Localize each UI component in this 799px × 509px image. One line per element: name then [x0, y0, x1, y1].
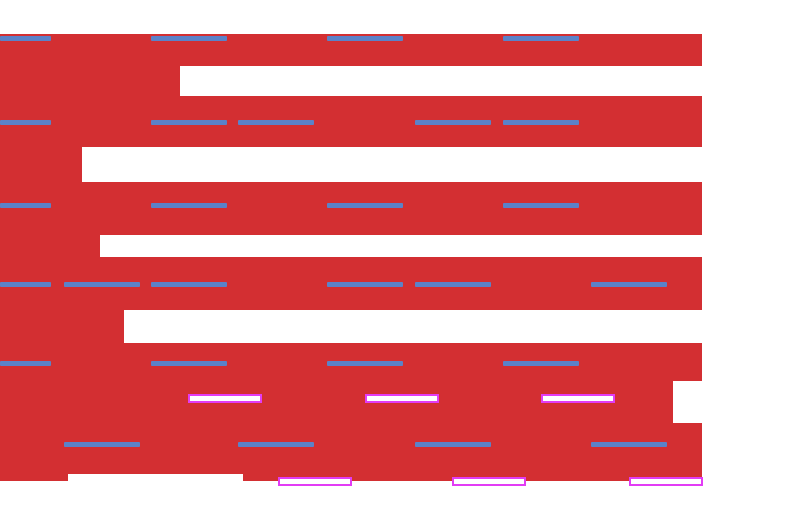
link-underline-1-1[interactable] — [0, 36, 51, 41]
highlight-box-3[interactable] — [541, 394, 615, 403]
link-underline-6-3[interactable] — [415, 442, 491, 447]
redaction-band-8 — [0, 310, 124, 343]
link-underline-4-2[interactable] — [64, 282, 140, 287]
link-underline-1-3[interactable] — [327, 36, 403, 41]
highlight-box-1[interactable] — [188, 394, 262, 403]
link-underline-5-3[interactable] — [327, 361, 403, 366]
link-underline-2-4[interactable] — [415, 120, 491, 125]
redaction-band-12 — [0, 474, 68, 481]
link-underline-6-1[interactable] — [64, 442, 140, 447]
link-underline-5-4[interactable] — [503, 361, 579, 366]
link-underline-3-1[interactable] — [0, 203, 51, 208]
link-underline-4-5[interactable] — [415, 282, 491, 287]
link-underline-2-2[interactable] — [151, 120, 227, 125]
link-underline-4-4[interactable] — [327, 282, 403, 287]
redaction-band-6 — [0, 235, 100, 257]
redaction-band-3 — [0, 96, 702, 147]
link-underline-4-1[interactable] — [0, 282, 51, 287]
link-underline-4-6[interactable] — [591, 282, 667, 287]
link-underline-6-4[interactable] — [591, 442, 667, 447]
highlight-box-6[interactable] — [629, 477, 703, 486]
link-underline-1-2[interactable] — [151, 36, 227, 41]
link-underline-5-1[interactable] — [0, 361, 51, 366]
highlight-box-2[interactable] — [365, 394, 439, 403]
redaction-band-11 — [0, 423, 702, 474]
link-underline-3-3[interactable] — [327, 203, 403, 208]
link-underline-3-4[interactable] — [503, 203, 579, 208]
highlight-box-4[interactable] — [278, 477, 352, 486]
link-underline-1-4[interactable] — [503, 36, 579, 41]
link-underline-6-2[interactable] — [238, 442, 314, 447]
link-underline-2-3[interactable] — [238, 120, 314, 125]
link-underline-3-2[interactable] — [151, 203, 227, 208]
redaction-band-4 — [0, 147, 82, 182]
link-underline-2-5[interactable] — [503, 120, 579, 125]
link-underline-4-3[interactable] — [151, 282, 227, 287]
redaction-band-2 — [0, 66, 180, 96]
redaction-band-5 — [0, 182, 702, 235]
link-underline-2-1[interactable] — [0, 120, 51, 125]
highlight-box-5[interactable] — [452, 477, 526, 486]
link-underline-5-2[interactable] — [151, 361, 227, 366]
